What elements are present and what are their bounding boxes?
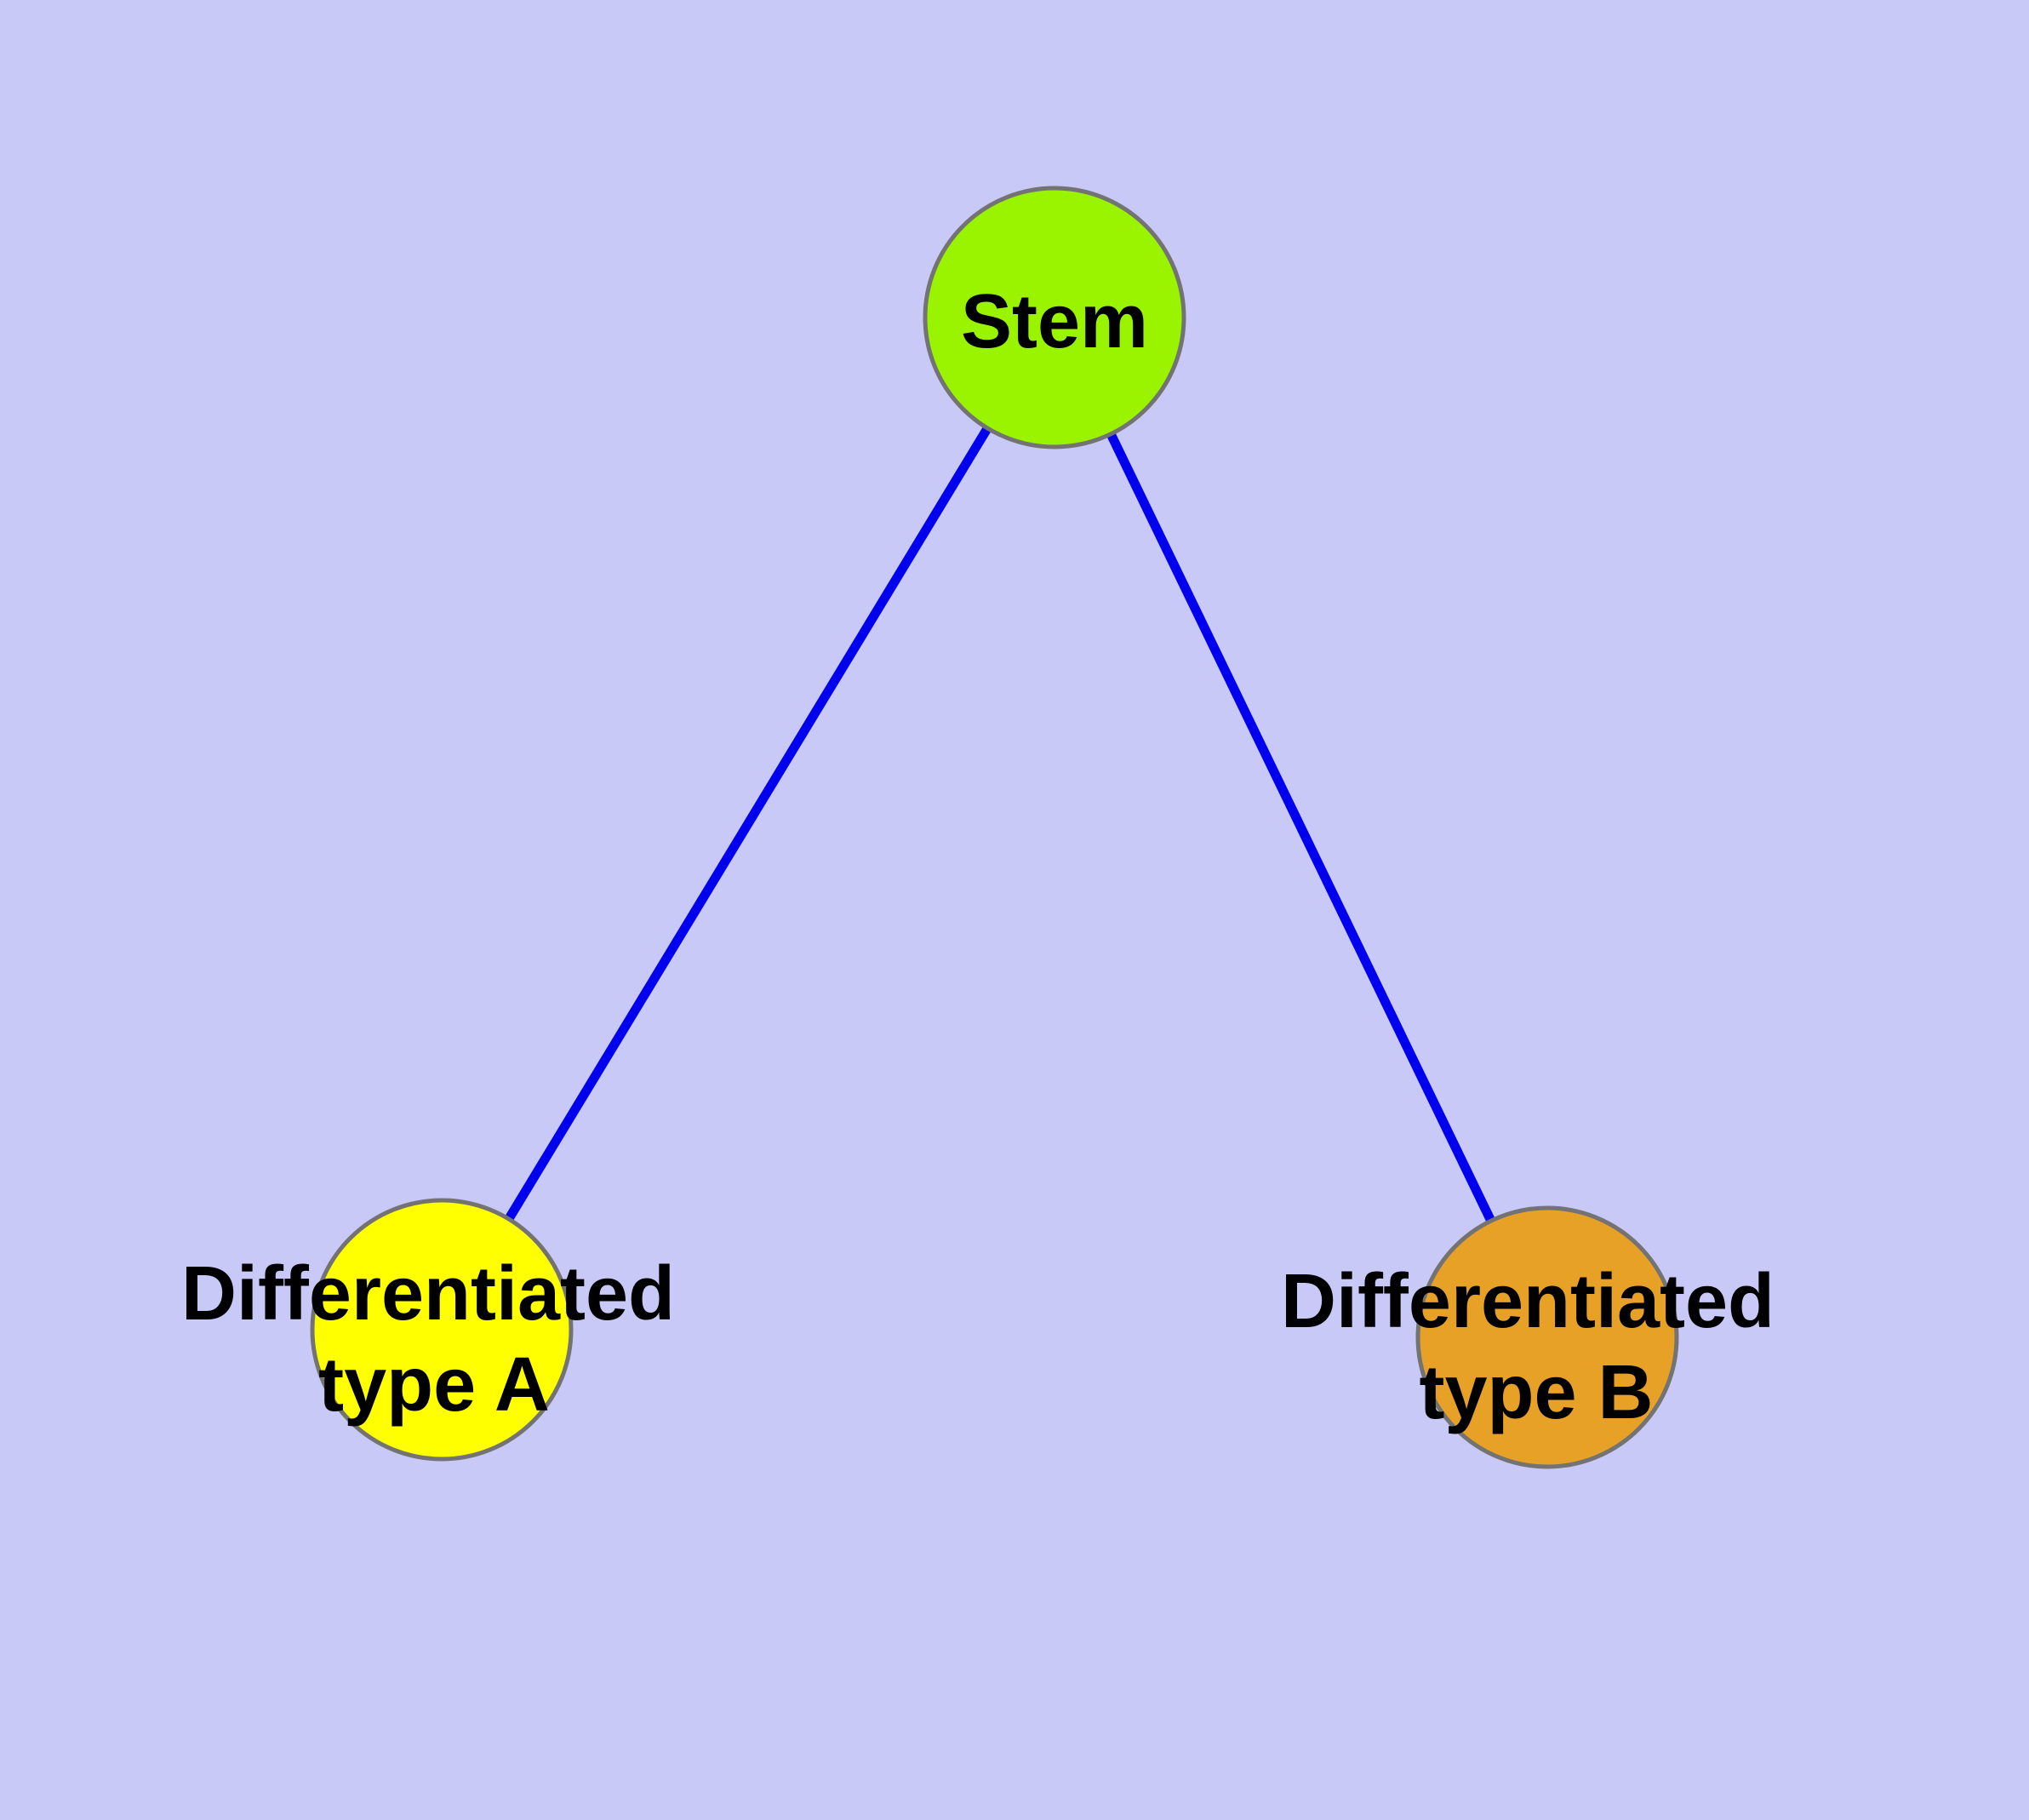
node-type-a-label-line2: type A xyxy=(318,1342,550,1428)
node-type-b-label-line1: Differentiated xyxy=(1281,1259,1775,1344)
node-type-b-label-line2: type B xyxy=(1419,1350,1653,1435)
node-stem-circle xyxy=(923,186,1186,449)
edge-stem-to-type-b xyxy=(1050,315,1552,1340)
node-layer xyxy=(310,186,1679,1469)
node-type-b-circle xyxy=(1415,1205,1679,1469)
node-type-a-circle xyxy=(310,1198,574,1462)
edge-stem-to-type-a xyxy=(437,315,1059,1332)
node-stem-label: Stem xyxy=(961,279,1148,364)
label-layer: Stem Differentiated type A Differentiate… xyxy=(181,279,1775,1435)
edge-layer xyxy=(437,315,1552,1340)
node-type-a-label-line1: Differentiated xyxy=(181,1251,675,1336)
